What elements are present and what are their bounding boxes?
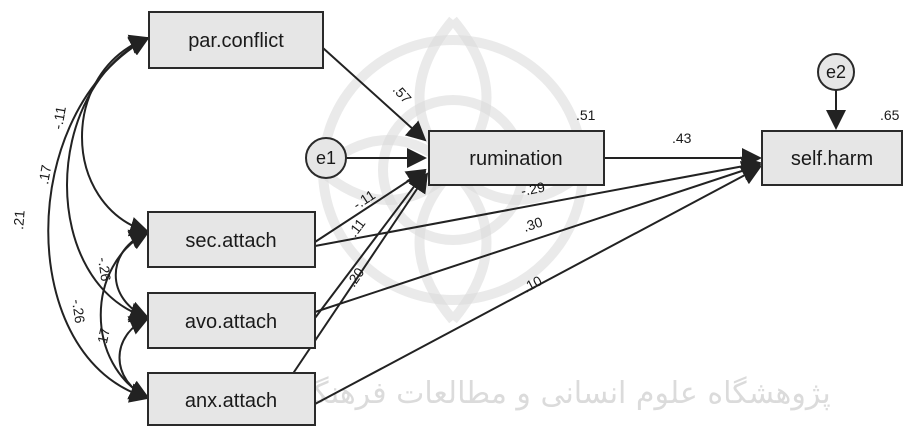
path-sec-to-self-harm bbox=[314, 156, 762, 247]
error-e2: e2 bbox=[817, 53, 855, 91]
error-e1: e1 bbox=[305, 137, 347, 179]
watermark-text: پژوهشگاه علوم انسانی و مطالعات فرهنگی bbox=[289, 376, 831, 411]
node-label: anx.attach bbox=[185, 390, 277, 412]
coef-par-rumination: .57 bbox=[390, 81, 415, 106]
node-label: avo.attach bbox=[185, 311, 277, 333]
cov-par-anx bbox=[47, 37, 150, 403]
cov-par-sec bbox=[81, 34, 150, 237]
coef-sec-self-harm: -.29 bbox=[520, 179, 547, 199]
r2-rumination: .51 bbox=[576, 107, 596, 123]
node-label: self.harm bbox=[791, 148, 873, 170]
node-label: sec.attach bbox=[185, 230, 276, 252]
node-par-conflict: par.conflict bbox=[148, 11, 324, 69]
coef-avo-self-harm: .30 bbox=[521, 214, 545, 235]
path-anx-to-self-harm bbox=[314, 166, 762, 405]
cov-label-par-anx: .21 bbox=[10, 209, 28, 230]
node-self-harm: self.harm bbox=[761, 130, 903, 186]
node-sec-attach: sec.attach bbox=[147, 211, 316, 268]
error-label: e1 bbox=[316, 148, 336, 168]
path-avo-to-self-harm bbox=[314, 161, 762, 313]
cov-avo-anx bbox=[118, 316, 150, 400]
node-rumination: rumination bbox=[428, 130, 605, 186]
path-par-to-rumination bbox=[322, 47, 427, 142]
cov-label-sec-anx: -.26 bbox=[69, 298, 88, 324]
cov-label-par-sec: -.11 bbox=[49, 105, 69, 131]
error-label: e2 bbox=[826, 62, 846, 82]
node-label: rumination bbox=[469, 148, 562, 170]
cov-label-par-avo: .17 bbox=[35, 163, 54, 185]
r2-self-harm: .65 bbox=[880, 107, 900, 123]
node-label: par.conflict bbox=[188, 30, 284, 52]
path-avo-to-rumination bbox=[314, 170, 427, 319]
coef-rumination-self-harm: .43 bbox=[672, 130, 692, 146]
cov-label-avo-anx: .17 bbox=[93, 326, 113, 349]
node-anx-attach: anx.attach bbox=[147, 372, 316, 426]
node-avo-attach: avo.attach bbox=[147, 292, 316, 349]
cov-label-sec-avo: -.26 bbox=[95, 256, 114, 282]
